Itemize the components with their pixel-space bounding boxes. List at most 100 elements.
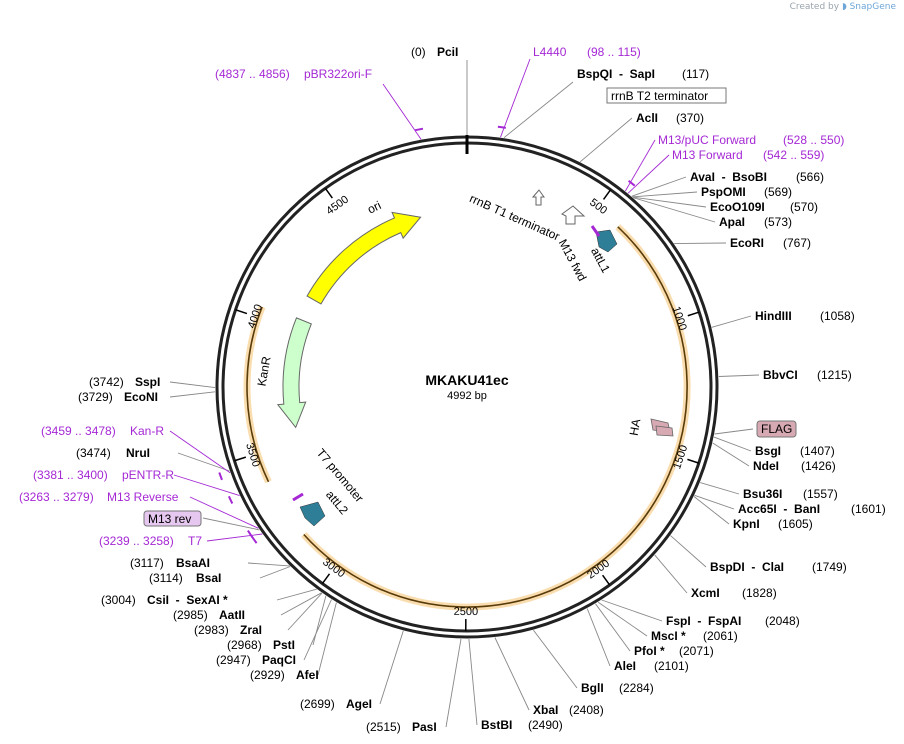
enzyme-pos: (2071) [679, 644, 714, 658]
scale-tick [687, 311, 700, 317]
scale-tick [234, 456, 247, 462]
plasmid-name: MKAKU41ec [425, 372, 508, 388]
enzyme-label: EcoNI [124, 390, 158, 404]
leader-line [445, 638, 462, 728]
primer-bracket [627, 180, 636, 187]
enzyme-label: BspQI - SapI [577, 67, 655, 81]
feature-label: rrnB T2 terminator [611, 89, 708, 103]
scale-tick [602, 574, 611, 586]
leader-line [173, 474, 240, 497]
leader-line [303, 599, 332, 661]
enzyme-pos: (1749) [812, 560, 847, 574]
enzyme-pos: (2929) [250, 668, 285, 682]
feature-box-m13-rev: M13 rev [143, 510, 202, 527]
leader-line [670, 535, 707, 568]
feature-label: FLAG [761, 422, 792, 436]
leader-line [579, 117, 633, 163]
leader-line [595, 603, 631, 652]
leader-line [317, 602, 337, 676]
orf-arcs [243, 224, 691, 611]
scale-tick-label: 2000 [585, 558, 612, 582]
feature-box-rrnb-t2: rrnB T2 terminator [606, 87, 727, 104]
enzyme-pos: (0) [411, 45, 426, 59]
ha-label: HA [627, 418, 644, 437]
enzyme-label: AgeI [346, 697, 372, 711]
leader-line [601, 599, 663, 622]
enzyme-pos: (2048) [765, 614, 800, 628]
leader-line [713, 436, 752, 452]
scale-tick-label: 3000 [320, 556, 347, 580]
enzyme-label: AvaI - BsoBI [690, 170, 767, 184]
enzyme-label: BspDI - ClaI [710, 560, 784, 574]
enzyme-pos: (3117) [130, 556, 164, 570]
enzyme-label: NdeI [753, 459, 779, 473]
scale-tick [324, 187, 333, 199]
enzyme-label: PasI [412, 720, 437, 734]
enzyme-pos: (370) [676, 111, 704, 125]
leader-line [718, 374, 760, 377]
primer-label: M13 Forward [672, 148, 743, 162]
scale-tick [235, 309, 248, 315]
leader-line [597, 601, 648, 637]
enzyme-label: PaqCI [262, 653, 296, 667]
enzyme-label: XbaI [533, 703, 558, 717]
leader-line [202, 517, 260, 531]
enzyme-pos: (1828) [742, 586, 777, 600]
enzyme-label: HindIII [755, 309, 792, 323]
primer-label: M13 Reverse [107, 490, 179, 504]
scale-tick-label: 1500 [671, 444, 690, 471]
enzyme-label: EcoRI [730, 236, 764, 250]
enzyme-pos: (3742) [89, 375, 124, 389]
leader-lines [169, 58, 760, 728]
enzyme-label: AleI [614, 659, 636, 673]
enzyme-pos: (1557) [803, 487, 838, 501]
kanr-arrow [276, 317, 312, 429]
enzyme-pos: (2515) [366, 720, 401, 734]
leader-line [379, 630, 404, 705]
leader-line [632, 196, 707, 208]
leader-line [700, 482, 740, 495]
enzyme-label: ApaI [719, 215, 745, 229]
primer-range: (3263 .. 3279) [19, 490, 94, 504]
enzyme-pos: (1215) [817, 368, 852, 382]
enzyme-label: CsiI - SexAI * [147, 593, 228, 607]
primer-marks [218, 125, 636, 544]
primer-bracket [218, 472, 223, 481]
enzyme-pos: (1058) [820, 309, 855, 323]
enzyme-pos: (566) [796, 170, 824, 184]
rrnb-t2-terminator-icon [531, 189, 545, 206]
scale-tick-label: 4500 [324, 193, 351, 217]
ori-arrow [306, 211, 422, 305]
leader-line [169, 391, 216, 398]
leader-line [631, 176, 687, 197]
primer-label: pENTR-R [122, 468, 174, 482]
enzyme-label: BbvCI [763, 368, 798, 382]
enzyme-label: PfoI * [634, 644, 665, 658]
flag-tag-icon [655, 425, 674, 437]
leader-line [674, 242, 727, 245]
credit-prefix: Created by [789, 2, 840, 12]
enzyme-pos: (2985) [173, 608, 208, 622]
enzyme-pos: (3004) [101, 593, 136, 607]
leader-line [533, 629, 578, 689]
leader-line [503, 81, 574, 139]
enzyme-pos: (569) [764, 185, 792, 199]
enzyme-label: BsaAI [176, 556, 210, 570]
enzyme-label: BstBI [481, 718, 512, 732]
enzyme-pos: (570) [790, 200, 818, 214]
enzyme-pos: (117) [682, 67, 709, 81]
enzyme-label: BsaI [196, 571, 221, 585]
enzyme-label: KpnI [733, 517, 760, 531]
primer-range: (3459 .. 3478) [41, 424, 116, 438]
enzyme-label: Bsu36I [743, 487, 782, 501]
enzyme-pos: (2490) [528, 718, 563, 732]
enzyme-pos: (2284) [619, 681, 654, 695]
primer-range: (528 .. 550) [783, 133, 844, 147]
primer-bracket [414, 127, 424, 132]
leader-line [586, 608, 611, 667]
enzyme-label: PstI [273, 638, 295, 652]
leader-line [625, 139, 656, 192]
enzyme-label: AatII [219, 608, 245, 622]
